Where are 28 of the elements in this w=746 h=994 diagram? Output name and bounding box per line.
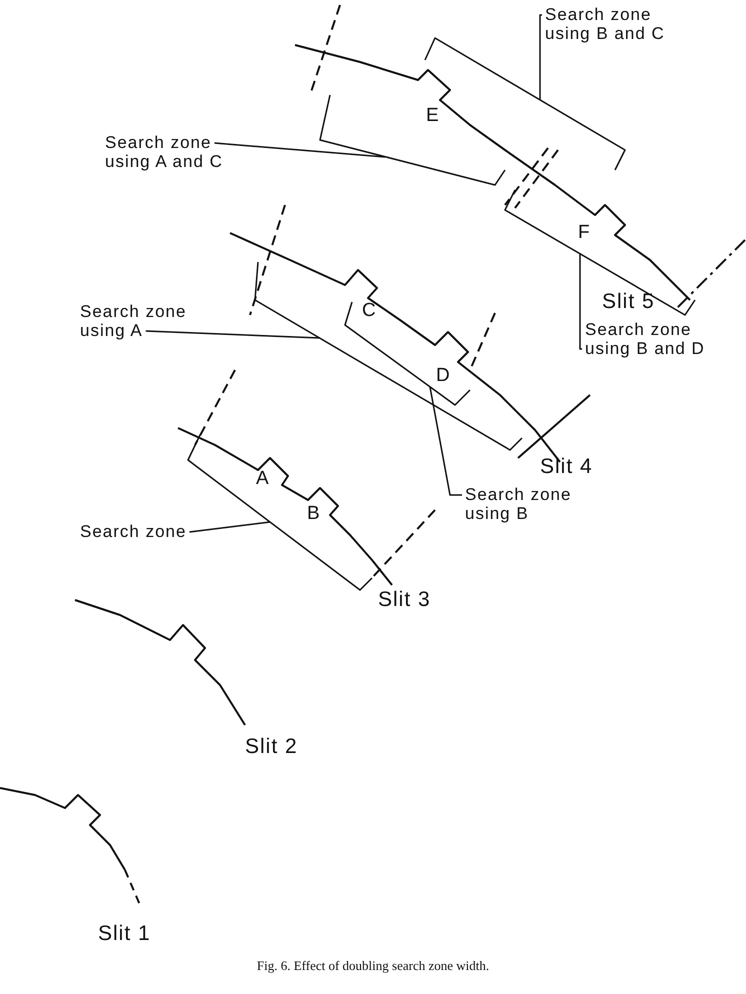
leader-line [189, 521, 270, 533]
part-letter: C [362, 300, 377, 322]
slit-label: Slit 2 [245, 735, 298, 759]
part-letter: F [578, 222, 591, 244]
zone-label: Search zone using B and D [585, 320, 710, 358]
figure-caption: Fig. 6. Effect of doubling search zone width. [256, 958, 490, 974]
zone-label: Search zone using B and C [545, 5, 680, 43]
leader-line [429, 386, 462, 496]
leader-line [539, 14, 542, 100]
zone-bracket [504, 190, 696, 316]
zone-label: Search zone using A [80, 302, 230, 340]
part-letter: B [307, 503, 321, 525]
zone-label: Search zone [80, 522, 220, 541]
zone-label: Search zone using A and C [105, 133, 230, 171]
slit-label: Slit 3 [378, 588, 431, 612]
leader-line [146, 330, 320, 339]
zone-bracket [319, 94, 506, 186]
zone-bracket [254, 262, 523, 451]
part-letter: E [426, 105, 440, 127]
slit-label: Slit 5 [602, 290, 655, 314]
part-letter: A [256, 468, 270, 490]
slit-label: Slit 4 [540, 455, 593, 479]
zone-label: Search zone using B [465, 485, 595, 523]
leader-line [579, 253, 582, 350]
leader-line [214, 142, 386, 158]
part-letter: D [436, 365, 451, 387]
zone-bracket [187, 434, 373, 591]
slit-label: Slit 1 [98, 922, 151, 946]
